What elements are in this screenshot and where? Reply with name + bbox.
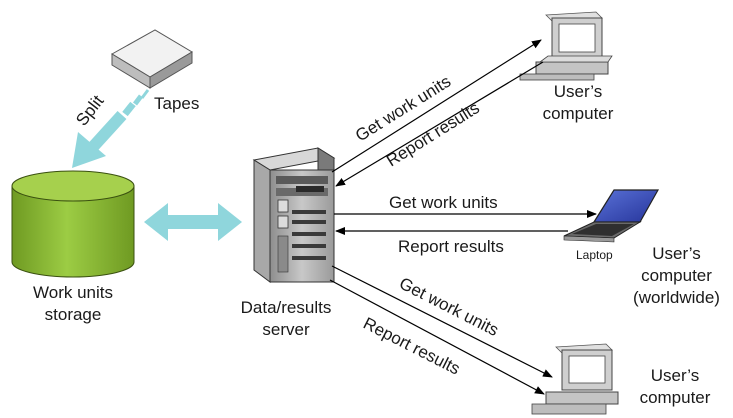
bottom-report-arrow [329,279,545,395]
storage-label-line2: storage [44,305,102,324]
server-label-line2: server [262,320,310,339]
user-computer-bottom-icon [531,343,619,415]
top-report-arrow [335,61,544,187]
storage-server-double-arrow [144,203,242,241]
storage-cylinder-icon [11,170,135,278]
user-bottom-label-line1: User’s [650,366,700,385]
user-computer-top-icon [519,11,613,81]
split-arrow [72,89,150,168]
mid-report-label: Report results [398,237,504,256]
user-bottom-label-line2: computer [639,388,711,407]
top-get-arrow [331,39,542,173]
tapes-icon [111,29,193,89]
user-top-label-line1: User’s [553,82,603,101]
server-label-line1: Data/results [240,298,332,317]
server-icon [252,147,336,283]
user-mid-label-line2: computer [641,266,712,285]
user-mid-label-line1: User’s [652,244,701,263]
split-label: Split [72,91,108,129]
laptop-label: Laptop [576,248,613,262]
tapes-label: Tapes [154,94,200,113]
storage-label-line1: Work units [33,283,113,302]
user-top-label-line2: computer [542,104,614,123]
user-mid-label-line3: (worldwide) [633,288,720,307]
laptop-icon [563,189,660,243]
bottom-get-arrow [331,265,553,378]
mid-get-label: Get work units [389,193,498,212]
